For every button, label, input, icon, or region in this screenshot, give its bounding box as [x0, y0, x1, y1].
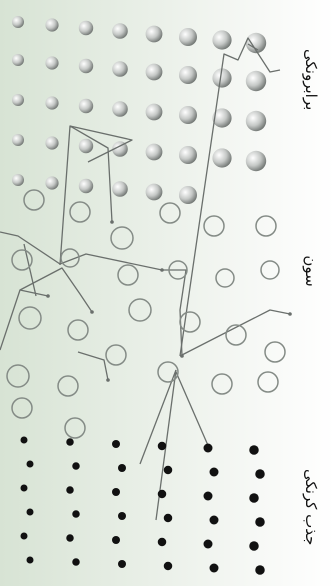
- scattering-atom: [79, 139, 93, 153]
- scattering-atom: [146, 144, 163, 161]
- absorbing-atom: [118, 464, 126, 472]
- absorbing-atom: [164, 466, 173, 475]
- scattering-atom: [179, 66, 197, 84]
- scattering-atom: [179, 146, 197, 164]
- scattering-atom: [246, 111, 266, 131]
- absorbing-atom: [21, 437, 28, 444]
- scattering-atom: [79, 21, 93, 35]
- absorbing-atom: [249, 541, 259, 551]
- scattering-atom: [12, 134, 24, 146]
- scattering-atom: [179, 106, 197, 124]
- absorbing-atom: [249, 493, 259, 503]
- scattering-atom: [12, 174, 24, 186]
- scattering-atom: [45, 56, 58, 69]
- path-end-marker: [90, 310, 94, 314]
- scattering-atom: [179, 186, 197, 204]
- absorbing-atom: [72, 510, 80, 518]
- absorbing-atom: [118, 560, 126, 568]
- path-end-marker: [160, 268, 164, 272]
- scattering-atom: [112, 61, 128, 77]
- scattering-atom: [112, 181, 128, 197]
- path-end-marker: [110, 220, 114, 224]
- absorbing-atom: [112, 440, 120, 448]
- absorbing-atom: [255, 517, 265, 527]
- scattering-atom: [146, 184, 163, 201]
- absorbing-atom: [158, 490, 167, 499]
- scattering-atom: [79, 179, 93, 193]
- scattering-atom: [12, 54, 24, 66]
- absorbing-atom: [210, 516, 219, 525]
- absorbing-atom: [112, 488, 120, 496]
- absorbing-atom: [66, 534, 74, 542]
- absorbing-atom: [210, 564, 219, 573]
- label-transmission: سون: [302, 251, 320, 291]
- absorbing-atom: [66, 438, 74, 446]
- absorbing-atom: [27, 461, 34, 468]
- path-end-marker: [288, 312, 292, 316]
- absorbing-atom: [27, 557, 34, 564]
- scattering-atom: [212, 30, 231, 49]
- absorbing-atom: [164, 514, 173, 523]
- scattering-atom: [112, 101, 128, 117]
- path-end-marker: [46, 294, 50, 298]
- scattering-atom: [212, 148, 231, 167]
- absorbing-atom: [255, 469, 265, 479]
- absorbing-atom: [210, 468, 219, 477]
- scattering-atom: [45, 176, 58, 189]
- absorbing-atom: [21, 485, 28, 492]
- scattering-atom: [79, 99, 93, 113]
- scattering-atom: [79, 59, 93, 73]
- absorbing-atom: [112, 536, 120, 544]
- scattering-atom: [12, 94, 24, 106]
- absorbing-atom: [72, 558, 80, 566]
- absorbing-atom: [164, 562, 173, 571]
- absorbing-atom: [72, 462, 80, 470]
- scattering-atom: [112, 23, 128, 39]
- scattering-atom: [12, 16, 24, 28]
- absorbing-atom: [66, 486, 74, 494]
- label-absorption: جذب کرنکی: [302, 469, 320, 509]
- absorbing-atom: [118, 512, 126, 520]
- absorbing-atom: [204, 444, 213, 453]
- absorbing-atom: [21, 533, 28, 540]
- scattering-atom: [179, 28, 197, 46]
- scattering-atom: [246, 71, 266, 91]
- scattering-atom: [146, 64, 163, 81]
- absorbing-atom: [255, 565, 265, 575]
- absorbing-atom: [204, 492, 213, 501]
- absorbing-atom: [158, 442, 167, 451]
- absorbing-atom: [158, 538, 167, 547]
- scattering-atom: [45, 18, 58, 31]
- scattering-atom: [146, 104, 163, 121]
- path-end-marker: [180, 354, 184, 358]
- scattering-atom: [246, 151, 266, 171]
- scattering-atom: [146, 26, 163, 43]
- scattering-atom: [45, 96, 58, 109]
- absorbing-atom: [27, 509, 34, 516]
- scattering-atom: [45, 136, 58, 149]
- absorbing-atom: [204, 540, 213, 549]
- label-scattering: برابرونکی: [302, 49, 320, 89]
- path-end-marker: [106, 378, 110, 382]
- absorbing-atom: [249, 445, 259, 455]
